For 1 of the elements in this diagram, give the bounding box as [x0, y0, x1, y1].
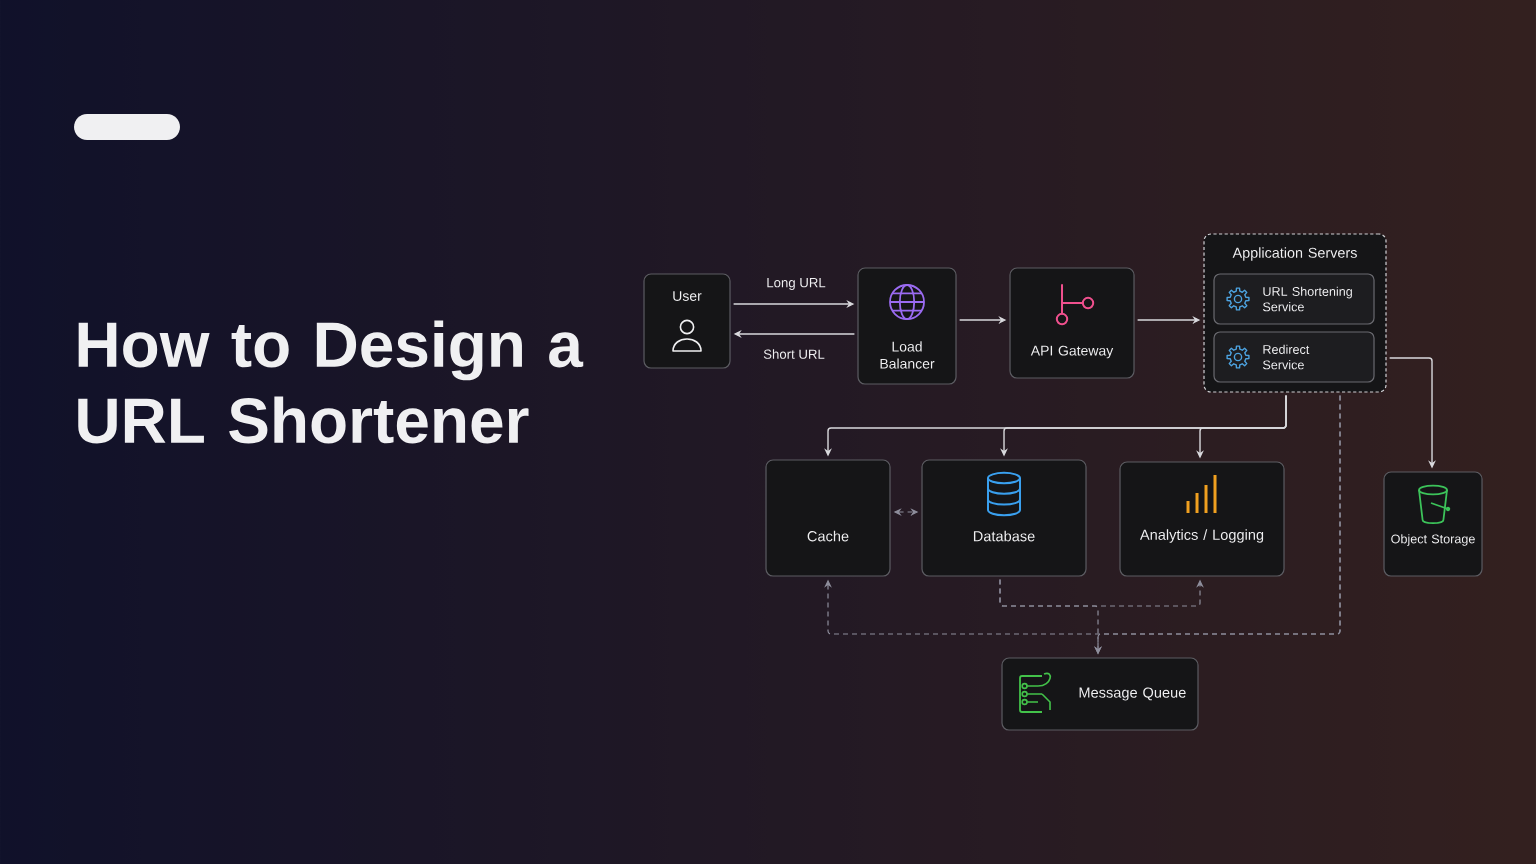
title: How to Design a URL Shortener — [78, 320, 584, 444]
